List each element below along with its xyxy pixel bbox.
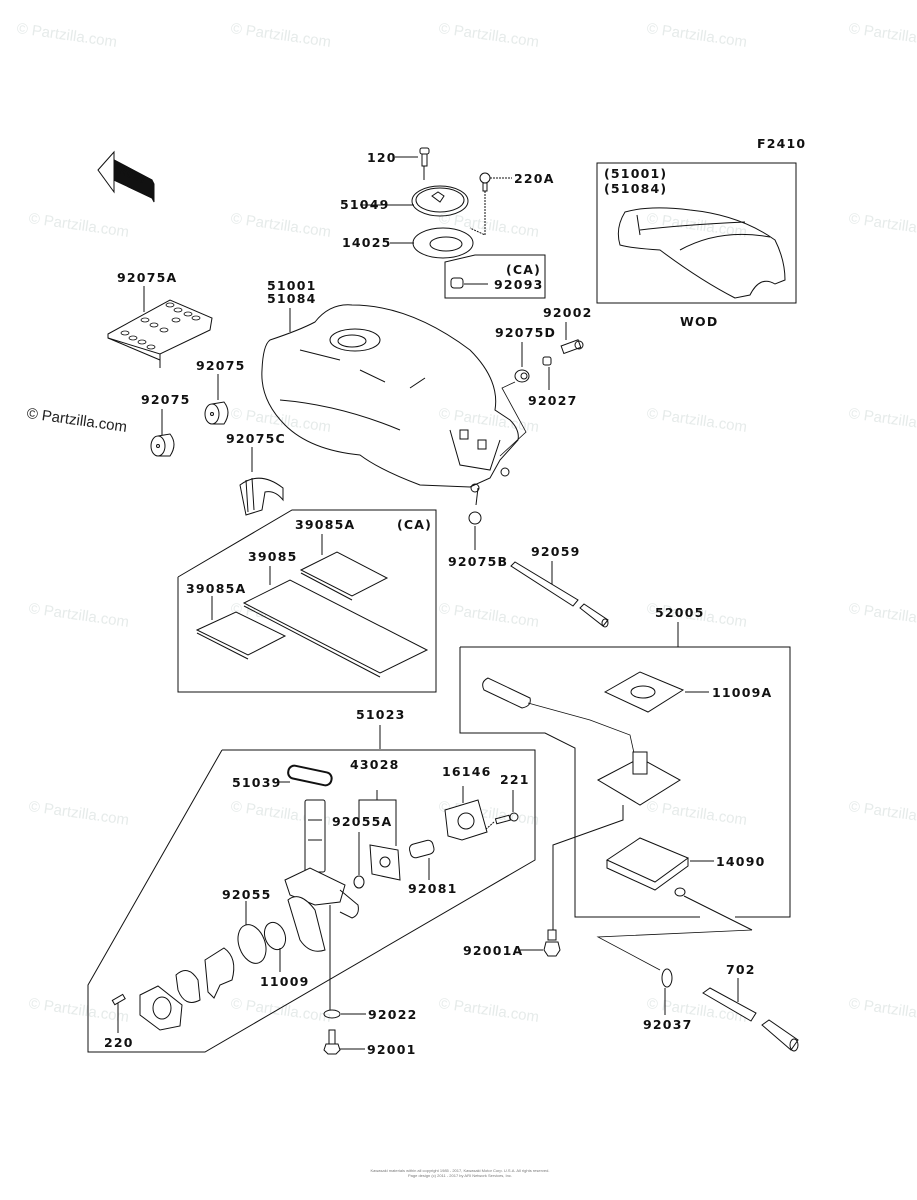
part-label[interactable]: 92027 — [528, 393, 578, 408]
part-label[interactable]: 92022 — [368, 1007, 418, 1022]
part-label[interactable]: 92075 — [141, 392, 191, 407]
part-label[interactable]: 51084 — [267, 291, 317, 306]
part-label[interactable]: 92075C — [226, 431, 286, 446]
hose-702 — [703, 978, 798, 1051]
part-label[interactable]: 92081 — [408, 881, 458, 896]
damper-92075-right — [205, 374, 228, 424]
grommet-92075B — [469, 488, 481, 550]
damper-92075-left — [151, 409, 174, 456]
part-label[interactable]: 39085 — [248, 549, 298, 564]
clamp-92037 — [662, 969, 672, 1015]
part-label[interactable]: 92002 — [543, 305, 593, 320]
part-label[interactable]: 220 — [104, 1035, 134, 1050]
fuel-tank — [262, 305, 518, 492]
wod-box — [597, 163, 796, 303]
part-label[interactable]: 92055A — [332, 814, 393, 829]
part-label[interactable]: 92075D — [495, 325, 557, 340]
grommet-92075D — [500, 342, 529, 456]
part-label[interactable]: 14090 — [716, 854, 766, 869]
part-label[interactable]: 14025 — [342, 235, 392, 250]
part-label[interactable]: 221 — [500, 772, 530, 787]
ring-14025 — [390, 228, 473, 258]
part-label[interactable]: 39085A — [295, 517, 356, 532]
copyright-line: Page design (c) 2011 - 2017 by ARI Netwo… — [408, 1173, 512, 1178]
part-label[interactable]: 92075A — [117, 270, 178, 285]
copyright-line: Kawasaki materials within all copyright … — [370, 1168, 550, 1173]
part-label[interactable]: 51049 — [340, 197, 390, 212]
ca-box-92093 — [445, 255, 545, 298]
part-label[interactable]: 43028 — [350, 757, 400, 772]
washer-92022 — [324, 1010, 366, 1018]
part-label[interactable]: 120 — [367, 150, 397, 165]
variant-label: WOD — [680, 314, 719, 329]
fuel-valve-box-51023 — [88, 725, 535, 1052]
part-label[interactable]: 92055 — [222, 887, 272, 902]
part-label[interactable]: 51039 — [232, 775, 282, 790]
part-label[interactable]: 92075 — [196, 358, 246, 373]
part-label[interactable]: 51023 — [356, 707, 406, 722]
part-label[interactable]: 52005 — [655, 605, 705, 620]
copyright-footer: Kawasaki materials within all copyright … — [300, 1168, 620, 1178]
damper-92075C — [240, 447, 283, 515]
figure-code: F2410 — [757, 136, 807, 151]
bolt-92002 — [561, 322, 583, 353]
bolt-92001 — [324, 1030, 365, 1054]
collar-92027 — [543, 357, 551, 390]
part-label[interactable]: 92037 — [643, 1017, 693, 1032]
pad-92075A — [108, 286, 212, 368]
part-ref-label: (51001) — [604, 166, 668, 181]
fuel-gauge-box-52005 — [460, 622, 790, 970]
ca-label: (CA) — [506, 262, 542, 277]
part-label[interactable]: 92001 — [367, 1042, 417, 1057]
bolt-120 — [395, 148, 429, 180]
part-label[interactable]: 92059 — [531, 544, 581, 559]
hose-92059 — [511, 561, 608, 627]
ca-box-39085 — [178, 510, 436, 692]
ca-label: (CA) — [397, 517, 433, 532]
part-label[interactable]: 51001 — [267, 278, 317, 293]
part-label[interactable]: 11009A — [712, 685, 773, 700]
part-label[interactable]: 16146 — [442, 764, 492, 779]
part-label[interactable]: 39085A — [186, 581, 247, 596]
front-arrow-icon: FRONT — [98, 152, 154, 202]
part-label[interactable]: 92075B — [448, 554, 509, 569]
fuel-cap-51049 — [360, 186, 468, 216]
part-label[interactable]: 92001A — [463, 943, 524, 958]
plug-92001A — [518, 930, 560, 956]
screw-220A — [470, 173, 512, 235]
part-label[interactable]: 220A — [514, 171, 555, 186]
part-label[interactable]: 92093 — [494, 277, 544, 292]
part-ref-label: (51084) — [604, 181, 668, 196]
part-label[interactable]: 702 — [726, 962, 756, 977]
part-label[interactable]: 11009 — [260, 974, 310, 989]
